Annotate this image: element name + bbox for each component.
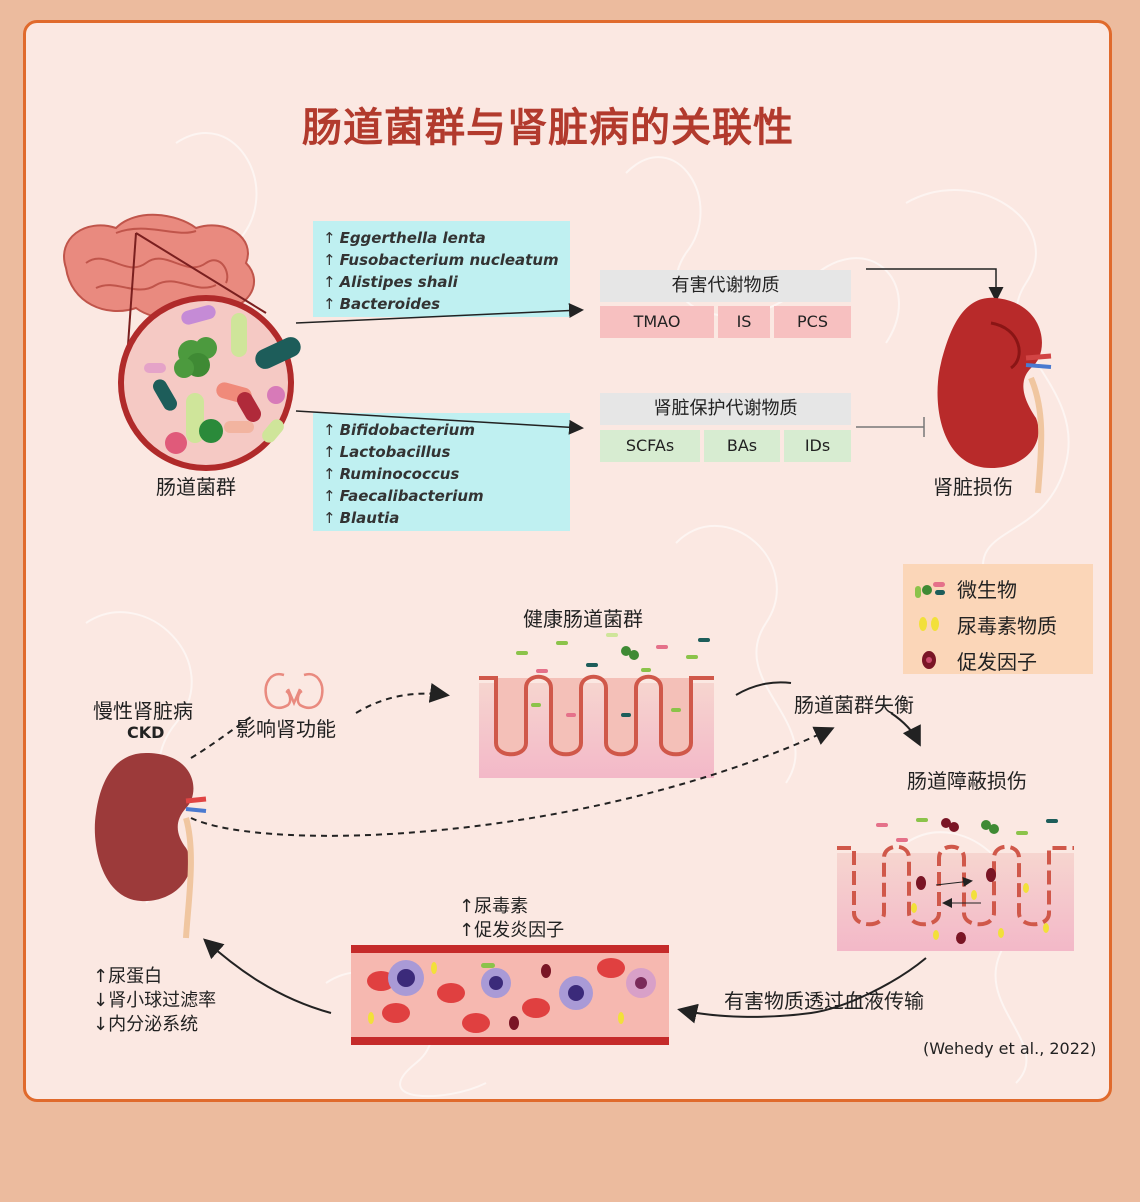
kidney-outline-icon	[264, 672, 324, 709]
species-row: ↑Faecalibacterium	[323, 485, 560, 507]
up-arrow-icon: ↑	[323, 509, 336, 527]
arrow-to-protective	[295, 410, 584, 435]
transport-label: 有害物质透过血液传输	[724, 989, 924, 1013]
harmful-species-box: ↑Eggerthella lenta ↑Fusobacterium nuclea…	[313, 221, 570, 317]
up-arrow-icon: ↑	[323, 229, 336, 247]
blood-effect-uremic-toxin: ↑尿毒素	[459, 896, 529, 917]
ckd-kidney-icon	[94, 753, 207, 939]
up-arrow-icon: ↑	[323, 421, 336, 439]
affect-kidney-label: 影响肾功能	[236, 717, 336, 741]
inflammatory-factor-icon	[913, 648, 949, 672]
species-row: ↑Lactobacillus	[323, 441, 560, 463]
species-name: Faecalibacterium	[339, 487, 484, 505]
species-name: Lactobacillus	[339, 443, 451, 461]
intestine-icon	[63, 213, 256, 321]
legend-label: 促发因子	[957, 649, 1037, 674]
legend-label: 尿毒素物质	[957, 613, 1057, 638]
damaged-kidney-illustration	[937, 297, 1052, 494]
species-row: ↑Ruminococcus	[323, 463, 560, 485]
species-row: ↑Fusobacterium nucleatum	[323, 249, 560, 271]
blood-vessel-icon	[351, 945, 669, 1045]
arrow-to-harmful	[295, 303, 584, 324]
damaged-kidney-icon	[937, 297, 1052, 494]
protective-species-box: ↑Bifidobacterium ↑Lactobacillus ↑Ruminoc…	[313, 413, 570, 531]
species-row: ↑Blautia	[323, 507, 560, 529]
species-name: Alistipes shali	[339, 273, 458, 291]
species-row: ↑Bifidobacterium	[323, 419, 560, 441]
citation: (Wehedy et al., 2022)	[923, 1039, 1097, 1058]
cycle-illustration	[94, 633, 1074, 1045]
kidney-effect-endocrine: ↓内分泌系统	[93, 1014, 199, 1035]
up-arrow-icon: ↑	[323, 251, 336, 269]
up-arrow-icon: ↑	[323, 443, 336, 461]
up-arrow-icon: ↑	[323, 295, 336, 313]
healthy-gut-icon	[479, 633, 714, 778]
microbiota-bubble-icon	[118, 295, 301, 471]
microbe-icon	[913, 576, 949, 600]
species-name: Blautia	[339, 509, 400, 527]
dysbiosis-label: 肠道菌群失衡	[794, 693, 914, 717]
legend-item-uremic-toxin: 尿毒素物质	[913, 606, 1083, 642]
metabolite-pcs: PCS	[774, 306, 851, 338]
up-arrow-icon: ↑	[323, 273, 336, 291]
species-name: Bifidobacterium	[339, 421, 475, 439]
species-name: Fusobacterium nucleatum	[339, 251, 559, 269]
metabolite-is: IS	[718, 306, 770, 338]
species-name: Bacteroides	[339, 295, 441, 313]
legend-label: 微生物	[957, 577, 1017, 602]
protective-metabolites-title: 肾脏保护代谢物质	[600, 393, 851, 425]
blood-effects: ↑尿毒素 ↑促发炎因子	[459, 895, 564, 943]
top-arrows	[295, 268, 1004, 437]
up-arrow-icon: ↑	[323, 487, 336, 505]
harmful-metabolites-title: 有害代谢物质	[600, 270, 851, 302]
metabolite-scfas: SCFAs	[600, 430, 700, 462]
damaged-barrier-gut-icon	[837, 818, 1074, 951]
species-name: Ruminococcus	[339, 465, 460, 483]
kidney-damage-label: 肾脏损伤	[933, 475, 1013, 499]
gut-illustration	[63, 213, 301, 471]
uremic-toxin-icon	[913, 612, 949, 636]
legend: 微生物 尿毒素物质 促发因子	[903, 564, 1093, 674]
metabolite-tmao: TMAO	[600, 306, 714, 338]
species-row: ↑Alistipes shali	[323, 271, 560, 293]
species-name: Eggerthella lenta	[339, 229, 486, 247]
up-arrow-icon: ↑	[323, 465, 336, 483]
ckd-title: 慢性肾脏病	[93, 699, 193, 723]
species-row: ↑Bacteroides	[323, 293, 560, 315]
legend-item-inflammatory-factor: 促发因子	[913, 642, 1083, 678]
kidney-effect-proteinuria: ↑尿蛋白	[93, 966, 163, 987]
species-row: ↑Eggerthella lenta	[323, 227, 560, 249]
metabolite-ids: IDs	[784, 430, 851, 462]
metabolite-bas: BAs	[704, 430, 780, 462]
gut-microbiota-label: 肠道菌群	[156, 475, 236, 499]
page-title: 肠道菌群与肾脏病的关联性	[302, 105, 794, 151]
infographic-card: 肠道菌群与肾脏病的关联性	[23, 20, 1112, 1102]
arrow-to-kidney	[866, 268, 1004, 302]
healthy-gut-label: 健康肠道菌群	[523, 607, 643, 631]
kidney-effects: ↑尿蛋白 ↓肾小球过滤率 ↓内分泌系统	[93, 965, 216, 1037]
kidney-effect-gfr: ↓肾小球过滤率	[93, 990, 217, 1011]
legend-item-microbe: 微生物	[913, 570, 1083, 606]
ckd-abbr: CKD	[127, 723, 165, 742]
blood-effect-inflammatory: ↑促发炎因子	[459, 920, 565, 941]
barrier-damage-label: 肠道障蔽损伤	[907, 769, 1027, 793]
